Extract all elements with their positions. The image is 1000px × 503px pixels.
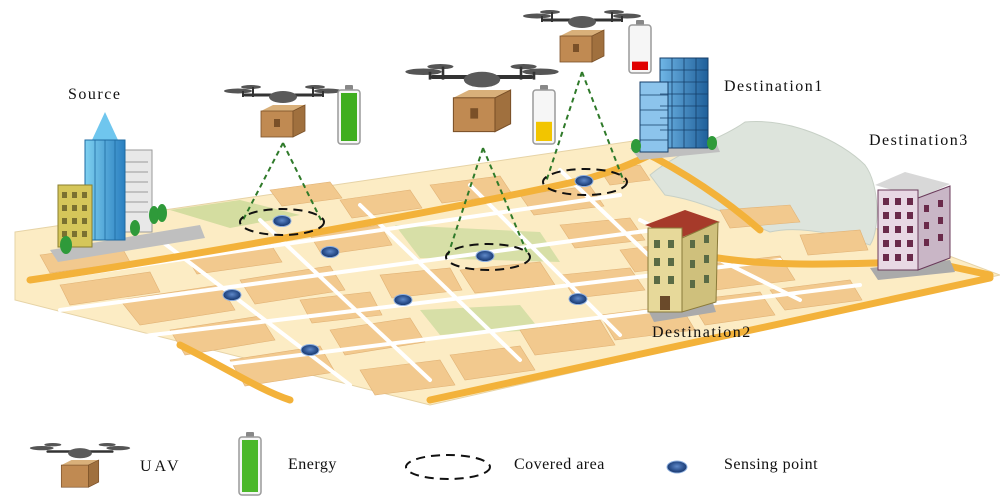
uav-drone-icon bbox=[405, 64, 559, 133]
destination3-building-icon bbox=[870, 172, 955, 280]
sensing-point bbox=[574, 175, 594, 187]
coverage-beams bbox=[241, 71, 625, 256]
dashed-ellipse-icon bbox=[405, 454, 491, 480]
uav-drone-icon bbox=[29, 443, 131, 488]
legend-uav-label: UAV bbox=[140, 458, 182, 475]
sensing-point bbox=[300, 344, 320, 356]
destination3-label: Destination3 bbox=[869, 132, 969, 149]
legend-covered-area-label: Covered area bbox=[514, 456, 605, 473]
battery-level bbox=[632, 61, 648, 70]
legend-sensing-point-label: Sensing point bbox=[724, 456, 819, 473]
battery-icon bbox=[238, 432, 262, 496]
battery-icon bbox=[628, 20, 652, 74]
destination2-building-icon bbox=[645, 210, 720, 322]
city-map bbox=[14, 121, 1000, 406]
sensing-point bbox=[393, 294, 413, 306]
battery-icon bbox=[337, 85, 361, 145]
destination1-building-icon bbox=[630, 57, 720, 160]
sensing-points bbox=[222, 175, 594, 356]
covered-area bbox=[239, 208, 325, 236]
battery-level bbox=[536, 121, 552, 141]
legend bbox=[29, 432, 688, 496]
source-building-icon bbox=[50, 112, 205, 262]
battery-icon bbox=[532, 85, 556, 145]
sensing-point bbox=[320, 246, 340, 258]
covered-area bbox=[445, 243, 531, 271]
uav-drone-icon bbox=[523, 10, 641, 63]
covered-area bbox=[542, 168, 628, 196]
sensing-point bbox=[272, 215, 292, 227]
legend-energy-label: Energy bbox=[288, 456, 337, 473]
destination2-label: Destination2 bbox=[652, 324, 752, 341]
uav-drone-icon bbox=[224, 85, 342, 138]
covered-areas bbox=[239, 168, 628, 271]
source-label: Source bbox=[68, 86, 122, 103]
battery-level bbox=[341, 93, 357, 141]
blue-dot-icon bbox=[666, 460, 688, 474]
sensing-point bbox=[568, 293, 588, 305]
sensing-point bbox=[475, 250, 495, 262]
sensing-point bbox=[222, 289, 242, 301]
park bbox=[170, 200, 300, 228]
destination1-label: Destination1 bbox=[724, 78, 824, 95]
